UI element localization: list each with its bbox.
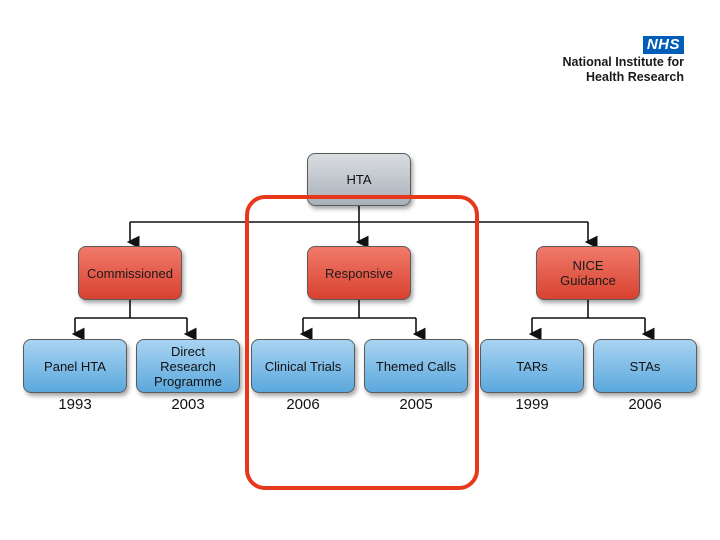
- year-stas: 2006: [628, 396, 662, 413]
- node-commissioned-label: Commissioned: [87, 265, 173, 281]
- node-direct-research-programme: Direct Research Programme: [136, 339, 240, 393]
- nihr-logo: NHS National Institute for Health Resear…: [524, 36, 684, 86]
- node-clinical-trials-label: Clinical Trials: [264, 358, 342, 374]
- node-themed-calls: Themed Calls: [364, 339, 468, 393]
- node-themed-calls-label: Themed Calls: [375, 358, 457, 374]
- node-tars-label: TARs: [516, 358, 548, 374]
- node-responsive: Responsive: [307, 246, 411, 300]
- node-panel-hta-label: Panel HTA: [44, 358, 106, 374]
- node-nice-guidance-label: NICE Guidance: [560, 258, 616, 288]
- year-tars: 1999: [515, 396, 549, 413]
- node-clinical-trials: Clinical Trials: [251, 339, 355, 393]
- logo-text-line-2: Health Research: [586, 70, 684, 84]
- responsive-highlight-outline: [245, 195, 479, 490]
- node-stas-label: STAs: [629, 358, 661, 374]
- node-responsive-label: Responsive: [325, 265, 393, 281]
- node-hta-label: HTA: [346, 172, 372, 187]
- year-direct-research-programme: 2003: [171, 396, 205, 413]
- node-stas: STAs: [593, 339, 697, 393]
- node-panel-hta: Panel HTA: [23, 339, 127, 393]
- node-commissioned: Commissioned: [78, 246, 182, 300]
- node-tars: TARs: [480, 339, 584, 393]
- logo-text-line-1: National Institute for: [562, 55, 684, 69]
- nhs-badge: NHS: [642, 36, 684, 54]
- node-direct-research-programme-label: Direct Research Programme: [154, 343, 222, 389]
- year-panel-hta: 1993: [58, 396, 92, 413]
- node-nice-guidance: NICE Guidance: [536, 246, 640, 300]
- year-themed-calls: 2005: [399, 396, 433, 413]
- year-clinical-trials: 2006: [286, 396, 320, 413]
